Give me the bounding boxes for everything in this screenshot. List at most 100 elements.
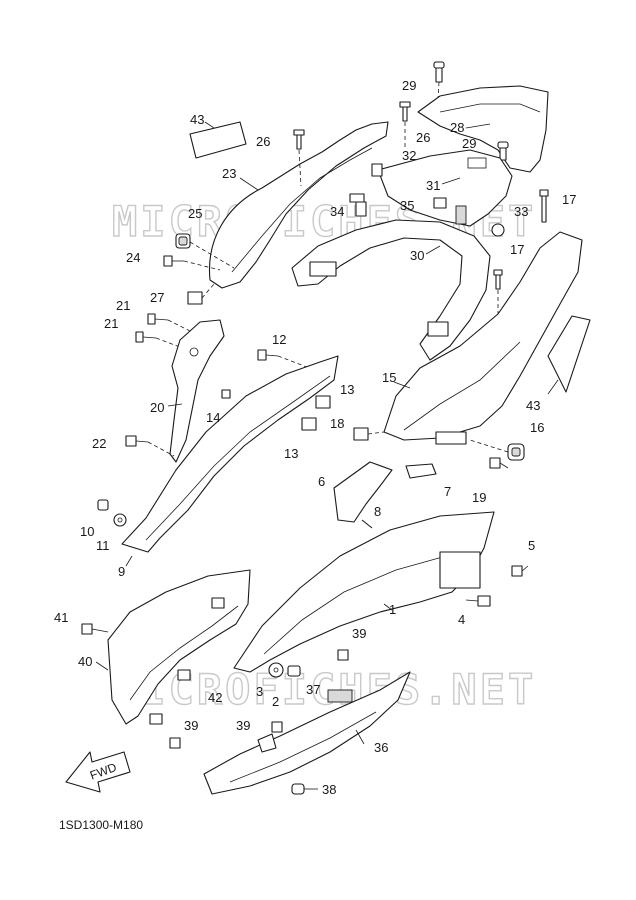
callout-15: 15 [382,370,396,385]
bolt-17-lower [493,269,503,290]
bracket-plate-31 [377,149,513,227]
callout-5: 5 [528,538,535,553]
callout-26-top: 26 [416,130,430,145]
screw-12 [257,349,279,361]
bolt-26-left [293,129,305,150]
callout-43-right: 43 [526,398,540,413]
callout-29-top: 29 [402,78,416,93]
side-cover-15 [383,231,583,441]
drawing-code: 1SD1300-M180 [59,818,144,832]
clip-42-c [149,713,163,725]
callout-13-lower: 13 [284,446,298,461]
callout-38: 38 [322,782,336,797]
side-cover-1 [233,511,495,673]
callout-4: 4 [458,612,465,627]
callout-39-c: 39 [184,718,198,733]
callout-43-left: 43 [190,112,204,127]
callout-23: 23 [222,166,236,181]
washer-33 [491,223,505,237]
nut-35 [433,197,447,209]
callout-27: 27 [150,290,164,305]
callout-22: 22 [92,436,106,451]
callout-31: 31 [426,178,440,193]
bolt-29-top [433,61,445,83]
callout-10: 10 [80,524,94,539]
callout-39-b: 39 [236,718,250,733]
screw-22 [125,435,149,447]
callout-14: 14 [206,410,220,425]
washer-11 [113,513,127,527]
callout-16: 16 [530,420,544,435]
screw-4 [465,595,491,607]
callout-2: 2 [272,694,279,709]
callout-33: 33 [514,204,528,219]
sticker-37 [327,689,353,703]
rear-cover-28 [417,85,549,173]
callout-13-upper: 13 [340,382,354,397]
screw-21-upper [147,313,169,325]
screw-41 [81,623,109,635]
callout-labels: 1 2 3 4 5 6 7 8 9 10 11 12 13 13 14 15 1… [54,78,576,797]
callout-39-a: 39 [352,626,366,641]
callout-11: 11 [96,538,110,553]
bracket-32 [371,163,383,177]
callout-25: 25 [188,206,202,221]
callout-21-lower: 21 [104,316,118,331]
callout-35: 35 [400,198,414,213]
screw-14 [221,389,231,399]
callout-7: 7 [444,484,451,499]
grommet-25 [175,233,191,249]
callout-34: 34 [330,204,344,219]
callout-37: 37 [306,682,320,697]
callout-36: 36 [374,740,388,755]
callout-32: 32 [402,148,416,163]
callout-20: 20 [150,400,164,415]
side-cover-23 [208,121,389,289]
callout-18: 18 [330,416,344,431]
screw-21-lower [135,331,157,343]
watermark-bottom: MICROFICHES.NET [112,665,536,714]
callout-8: 8 [374,504,381,519]
callout-19: 19 [472,490,486,505]
clip-39-c [169,737,181,749]
bolt-26-top [399,101,411,122]
bracket-34 [349,193,367,217]
clip-7 [405,463,437,479]
bolt-29-right [497,141,509,161]
callout-6: 6 [318,474,325,489]
callout-21-upper: 21 [116,298,130,313]
bracket-20 [169,319,225,463]
clip-13-lower [301,417,317,431]
screw-5 [511,565,529,577]
clip-27 [187,291,203,305]
callout-17-lower: 17 [510,242,524,257]
callout-26-left: 26 [256,134,270,149]
callout-40: 40 [78,654,92,669]
clip-42-a [211,597,225,609]
lower-cover-36 [203,671,411,795]
callout-17-upper: 17 [562,192,576,207]
fwd-arrow: FWD [65,751,131,793]
sticker-43-left [189,121,247,159]
clip-35-b [455,205,467,225]
callout-12: 12 [272,332,286,347]
screw-19 [489,457,509,469]
grommet-16 [507,443,525,461]
screw-10 [97,499,109,511]
washer-3 [268,662,284,678]
callout-30: 30 [410,248,424,263]
screw-38 [291,783,318,795]
bracket-6 [333,461,393,523]
callout-29-right: 29 [462,136,476,151]
callout-41: 41 [54,610,68,625]
pin-8 [361,519,373,529]
clip-18 [353,427,369,441]
clip-39-b [271,721,283,733]
clip-39-a [337,649,349,661]
callout-9: 9 [118,564,125,579]
callout-42: 42 [208,690,222,705]
sticker-43-right [547,315,591,393]
callout-28: 28 [450,120,464,135]
bolt-17-upper [539,189,549,223]
